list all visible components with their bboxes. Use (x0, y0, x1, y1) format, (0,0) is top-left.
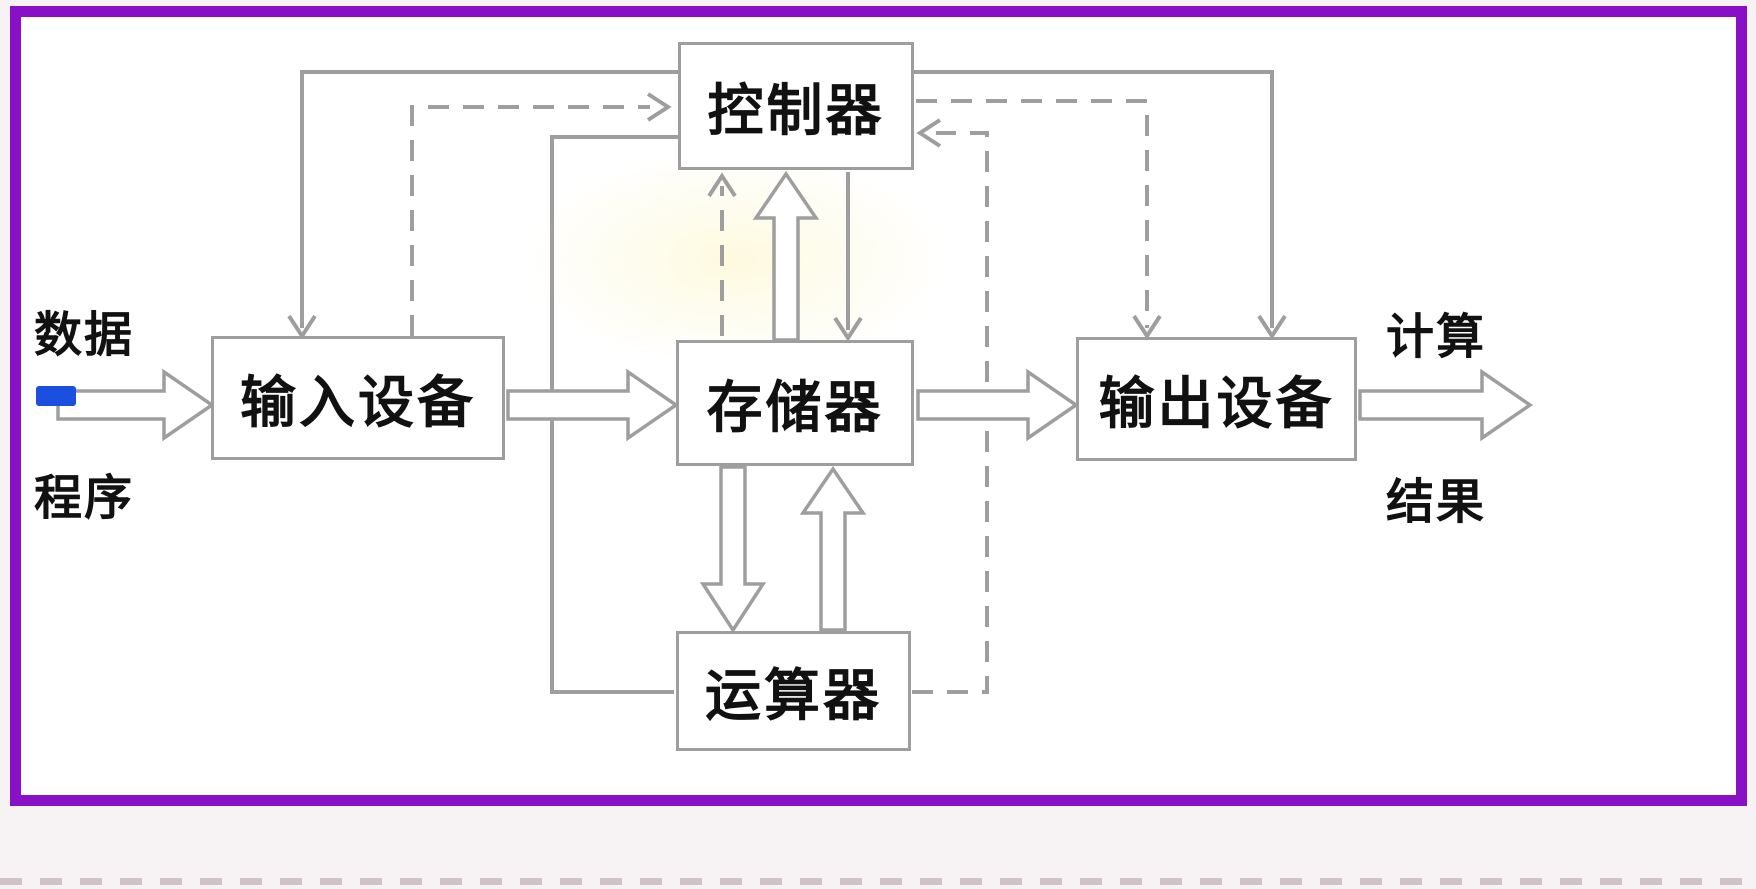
block-arrow-memory-to-alu (699, 465, 767, 634)
arrowhead-down-output-dashed (1132, 314, 1162, 340)
node-controller: 控制器 (678, 42, 914, 170)
block-arrow-alu-to-memory (799, 465, 867, 632)
arrowhead-down-output (1257, 314, 1287, 340)
label-compute-output: 计算 (1386, 309, 1487, 365)
node-output-device-label: 输出设备 (1098, 371, 1335, 437)
node-input-device-label: 输入设备 (240, 370, 476, 436)
node-alu-label: 运算器 (705, 663, 882, 729)
node-input-device: 输入设备 (211, 336, 505, 460)
line-controller-to-input (300, 70, 684, 328)
arrowhead-up-controller (707, 172, 737, 198)
bottom-dashed-line (0, 878, 1756, 885)
node-alu: 运算器 (676, 631, 911, 751)
line-controller-to-output (913, 70, 1274, 328)
node-memory: 存储器 (676, 340, 914, 466)
label-result-output: 结果 (1386, 474, 1487, 530)
block-arrow-input-to-memory (506, 368, 680, 442)
block-arrow-memory-to-controller (752, 170, 820, 342)
arrowhead-right-controller (646, 92, 672, 122)
blue-marker (36, 386, 76, 406)
dashed-controller-to-output (916, 99, 1149, 328)
node-controller-label: 控制器 (707, 78, 885, 144)
arrowhead-left-controller (916, 118, 942, 148)
label-data-input: 数据 (34, 307, 135, 363)
block-arrow-output-to-result (1358, 368, 1534, 442)
node-memory-label: 存储器 (706, 375, 884, 441)
label-program-input: 程序 (34, 470, 135, 526)
block-arrow-memory-to-output (916, 368, 1080, 442)
arrowhead-down-memory (833, 316, 863, 342)
node-output-device: 输出设备 (1076, 337, 1357, 461)
block-arrow-data-to-input (56, 368, 216, 442)
dashed-input-to-controller (410, 105, 650, 336)
